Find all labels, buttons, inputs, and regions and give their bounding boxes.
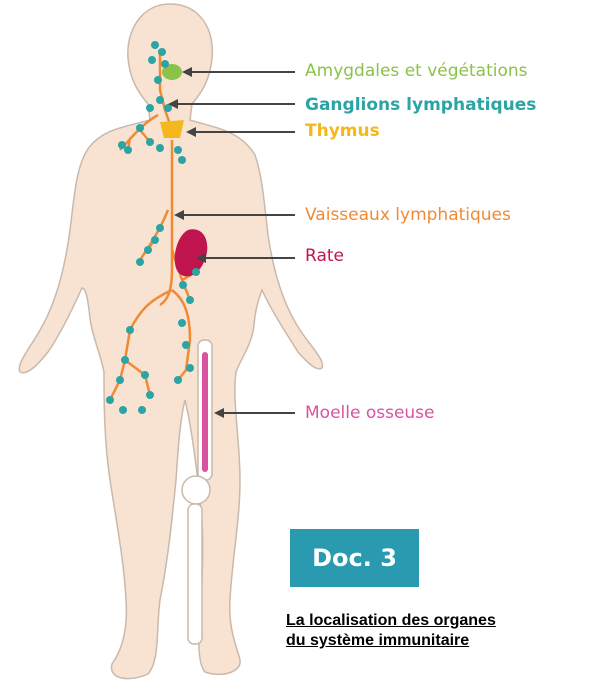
lymph-node — [126, 326, 134, 334]
lymph-node — [146, 104, 154, 112]
lymph-node — [138, 406, 146, 414]
lymph-node — [179, 281, 187, 289]
lymph-node — [119, 406, 127, 414]
lymph-node — [156, 224, 164, 232]
lymph-node — [156, 96, 164, 104]
lymph-node — [186, 364, 194, 372]
lymph-node — [116, 376, 124, 384]
lymph-node — [144, 246, 152, 254]
lymph-node — [106, 396, 114, 404]
lymph-node — [154, 76, 162, 84]
lymph-node — [156, 144, 164, 152]
lymph-node — [121, 356, 129, 364]
lymph-node — [136, 258, 144, 266]
lymph-node — [141, 371, 149, 379]
thymus-organ — [160, 120, 184, 138]
lymph-node — [151, 236, 159, 244]
knee — [182, 476, 210, 504]
lymph-node — [174, 146, 182, 154]
lymph-node — [136, 124, 144, 132]
lymph-node — [146, 138, 154, 146]
label-ganglions: Ganglions lymphatiques — [305, 95, 536, 115]
bone-marrow — [202, 352, 208, 472]
lymph-node — [186, 296, 194, 304]
lymph-node — [182, 341, 190, 349]
lymph-node — [146, 391, 154, 399]
lymph-node — [178, 319, 186, 327]
lymph-node — [174, 376, 182, 384]
lymph-node — [158, 48, 166, 56]
lymph-node — [161, 60, 169, 68]
lymph-node — [178, 156, 186, 164]
label-rate: Rate — [305, 246, 344, 266]
lymph-node — [192, 268, 200, 276]
label-moelle: Moelle osseuse — [305, 403, 435, 423]
lymph-node — [118, 141, 126, 149]
caption-line-2: du système immunitaire — [286, 632, 469, 650]
label-vaisseaux: Vaisseaux lymphatiques — [305, 205, 511, 225]
tibia — [188, 504, 202, 644]
doc-badge-text: Doc. 3 — [312, 544, 397, 572]
lymph-node — [148, 56, 156, 64]
label-amygdales: Amygdales et végétations — [305, 61, 528, 81]
lymph-node — [151, 41, 159, 49]
doc-badge: Doc. 3 — [290, 529, 419, 587]
label-thymus: Thymus — [305, 121, 380, 141]
caption-line-1: La localisation des organes — [286, 612, 496, 630]
